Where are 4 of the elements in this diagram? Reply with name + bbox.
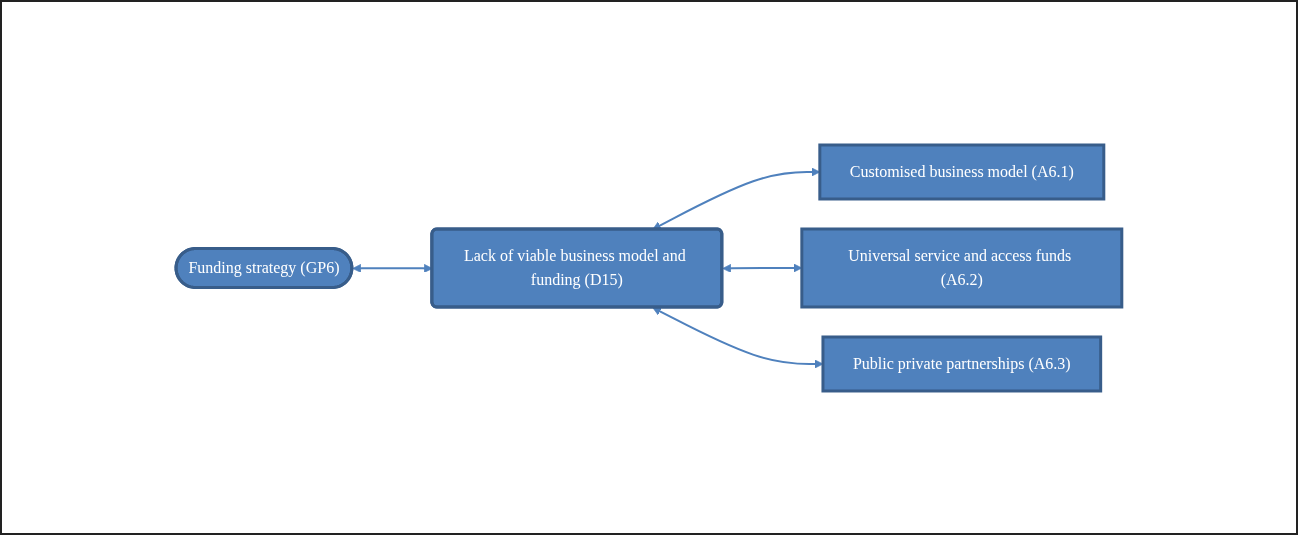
node-box: Universal service and access funds (A6.2) [800, 227, 1124, 308]
node-box: Customised business model (A6.1) [818, 143, 1106, 200]
node-box: Public private partnerships (A6.3) [821, 335, 1103, 392]
arrow [652, 306, 824, 368]
